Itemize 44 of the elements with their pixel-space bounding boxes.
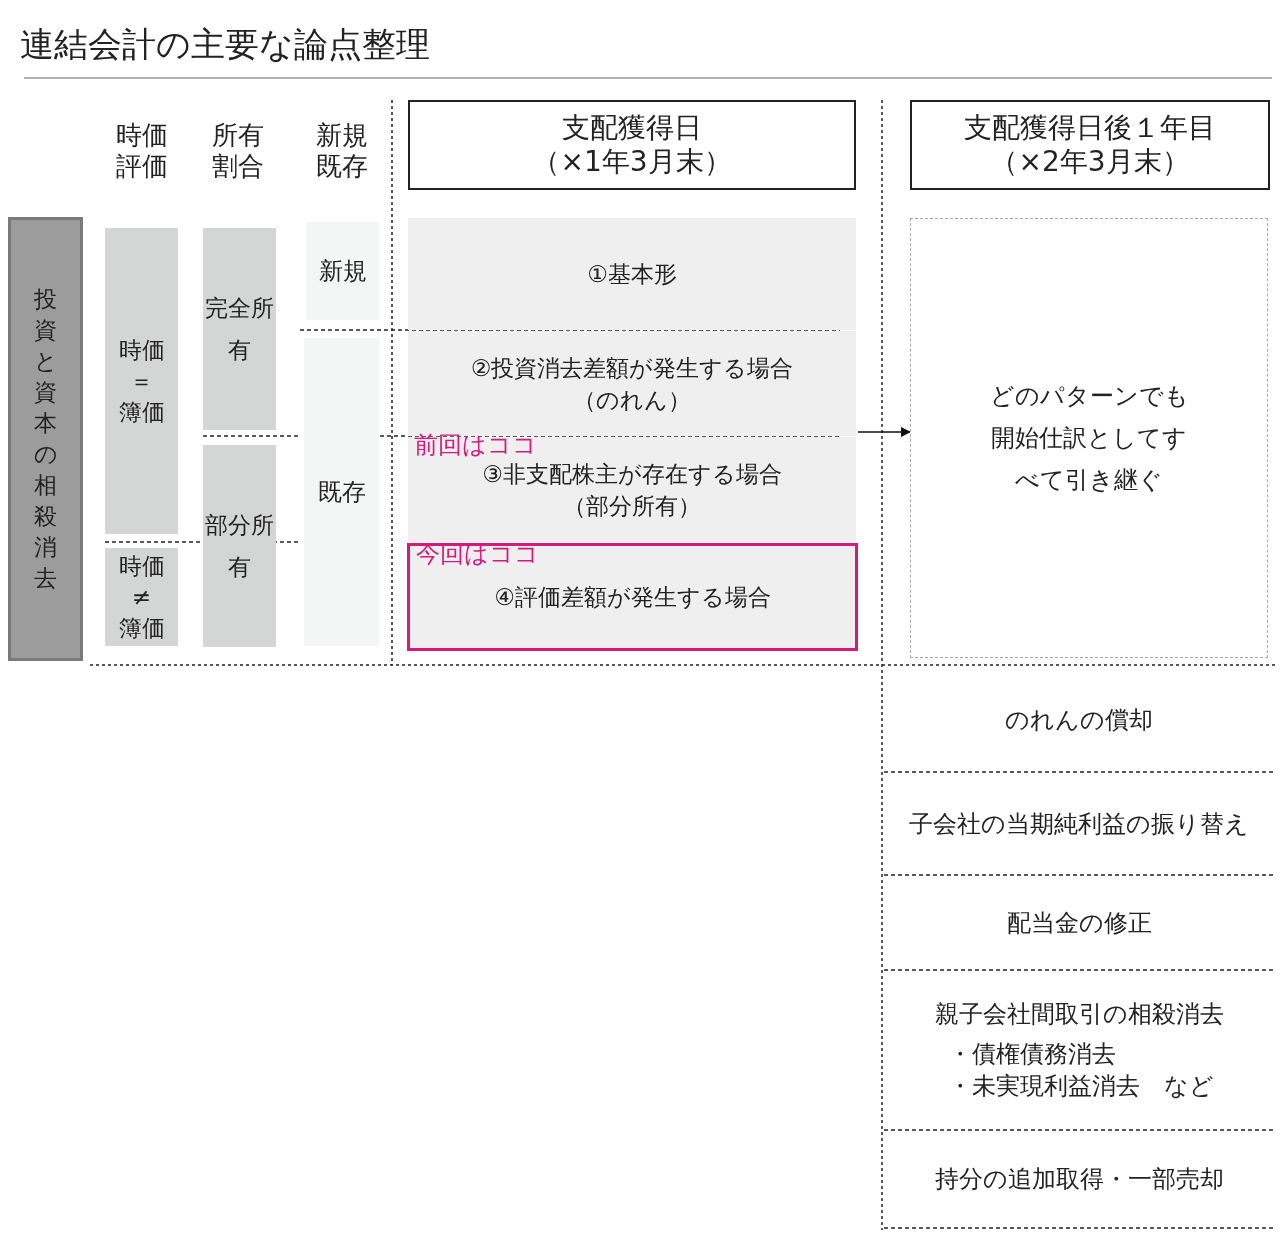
box-subtext: 簿価 <box>118 397 165 427</box>
box-text: 既存 <box>317 477 366 508</box>
box-subtext: ・未実現利益消去 など <box>948 1071 1214 1102</box>
page-title: 連結会計の主要な論点整理 <box>20 23 430 66</box>
box-subtext: ③非支配株主が存在する場合（部分所有） <box>481 459 783 521</box>
condition-box <box>203 228 276 430</box>
box-text: 完全所有 <box>204 294 275 365</box>
box-text: 新規 <box>318 256 367 287</box>
box-text: 配当金の修正 <box>1006 908 1152 939</box>
vertical-label: 投資と資本の相殺消去 <box>33 285 58 593</box>
box-text: 子会社の当期純利益の振り替え <box>909 809 1249 840</box>
box-text: ①基本形 <box>587 260 677 289</box>
box-text: どのパターンでも開始仕訳としてすべて引き継ぐ <box>989 381 1189 496</box>
box-text: 時価 <box>118 335 165 365</box>
box-text: のれんの償却 <box>1005 705 1153 736</box>
box-subtext: ≠ <box>131 582 152 612</box>
column-header: 新規既存 <box>315 120 369 182</box>
box-text: 支配獲得日 <box>562 111 702 145</box>
date-header-box <box>910 100 1270 190</box>
box-subtext: 簿価 <box>118 613 165 643</box>
column-header: 時価評価 <box>115 120 169 182</box>
box-subtext: ＝ <box>130 366 153 396</box>
summary-box <box>910 218 1268 658</box>
column-header: 所有割合 <box>211 120 265 182</box>
arrow <box>857 427 911 437</box>
category-bar <box>8 217 83 661</box>
note-text: 前回はココ <box>414 431 537 459</box>
box-text: 親子会社間取引の相殺消去 <box>934 999 1224 1030</box>
box-subtext: （×1年3月末） <box>532 145 732 179</box>
box-text: 時価 <box>118 551 165 581</box>
pattern-box <box>408 218 856 330</box>
box-subtext: ・債権債務消去 <box>948 1039 1116 1070</box>
highlighted-pattern-box <box>407 543 858 651</box>
condition-box <box>105 548 178 646</box>
box-text: 部分所有 <box>204 511 275 582</box>
box-subtext: ④評価差額が発生する場合 <box>494 583 771 612</box>
date-header-box <box>408 100 856 190</box>
box-text: ②投資消去差額が発生する場合（のれん） <box>469 353 795 415</box>
box-text: 支配獲得日後１年目 <box>964 111 1216 145</box>
condition-box <box>105 228 178 534</box>
condition-box <box>304 338 379 646</box>
box-text: 持分の追加取得・一部売却 <box>934 1164 1224 1195</box>
condition-box <box>203 445 276 647</box>
box-subtext: （×2年3月末） <box>990 145 1190 179</box>
